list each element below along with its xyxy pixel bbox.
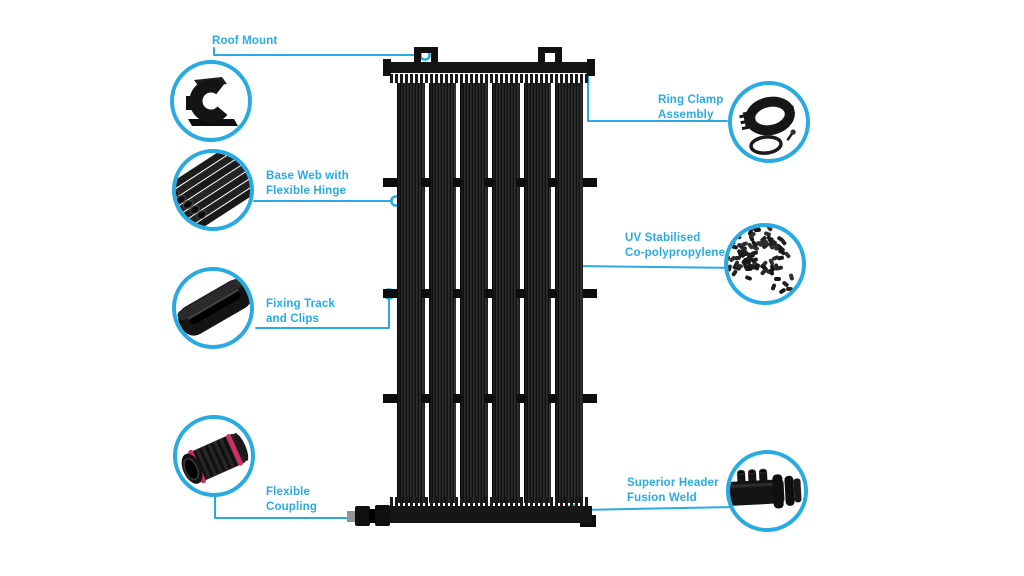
label-flexible-coupling: Flexible Coupling bbox=[266, 485, 317, 515]
label-header-weld: Superior Header Fusion Weld bbox=[627, 476, 719, 506]
mounting-tab bbox=[383, 394, 397, 403]
label-line: Flexible Hinge bbox=[266, 185, 347, 197]
label-roof-mount: Roof Mount bbox=[212, 34, 277, 49]
mounting-tab bbox=[583, 178, 597, 187]
label-line: Co-polypropylene bbox=[625, 247, 726, 259]
ring-clamp-bubble bbox=[728, 81, 810, 163]
flexible-coupling-bubble bbox=[173, 415, 255, 497]
mounting-tab bbox=[422, 289, 431, 298]
connector-roof-mount bbox=[213, 47, 431, 61]
mounting-tab bbox=[383, 178, 397, 187]
pellet bbox=[754, 263, 761, 272]
pellet bbox=[770, 283, 777, 291]
pellet bbox=[754, 227, 762, 233]
roof-mount-bubble bbox=[170, 60, 252, 142]
label-line: Fusion Weld bbox=[627, 492, 697, 504]
mounting-tab bbox=[453, 289, 462, 298]
mounting-tab bbox=[485, 394, 494, 403]
tube-section bbox=[523, 83, 552, 503]
label-line: Superior Header bbox=[627, 477, 719, 489]
connector-uv-copolymer bbox=[562, 260, 742, 272]
label-line: Assembly bbox=[658, 109, 714, 121]
panel-tube-body bbox=[397, 83, 584, 503]
header-weld-bubble bbox=[726, 450, 808, 532]
base-web-tubes-icon bbox=[176, 153, 250, 227]
pellet bbox=[730, 269, 738, 278]
label-line: and Clips bbox=[266, 313, 320, 325]
flexible-coupling-icon bbox=[177, 419, 251, 493]
label-line: Fixing Track bbox=[266, 298, 335, 310]
label-line: Base Web with bbox=[266, 170, 349, 182]
panel-bottom-header-bar bbox=[390, 506, 592, 523]
pellet bbox=[788, 273, 795, 281]
polypropylene-pellets-icon bbox=[728, 227, 802, 301]
label-line: Ring Clamp bbox=[658, 94, 724, 106]
panel-top-left-cap bbox=[383, 59, 391, 76]
label-ring-clamp: Ring Clamp Assembly bbox=[658, 93, 723, 123]
uv-pellets-bubble bbox=[724, 223, 806, 305]
roof-mount-clip-right bbox=[538, 47, 562, 63]
label-line: UV Stabilised bbox=[625, 232, 701, 244]
pellet bbox=[778, 246, 783, 254]
coupling-nut-outer bbox=[355, 506, 370, 526]
mounting-tab bbox=[422, 394, 431, 403]
label-base-web: Base Web with Flexible Hinge bbox=[266, 169, 349, 199]
mounting-tab bbox=[517, 178, 526, 187]
label-uv-copolymer: UV Stabilised Co-polypropylene bbox=[625, 231, 725, 261]
tube-ends-top bbox=[390, 74, 588, 83]
ring-clamp-assembly-icon bbox=[732, 85, 806, 159]
label-line: Flexible bbox=[266, 486, 311, 498]
roof-mount-clip-left bbox=[414, 47, 438, 63]
pellet bbox=[728, 264, 733, 273]
tube-section bbox=[428, 83, 457, 503]
base-web-bubble bbox=[172, 149, 254, 231]
pellet bbox=[771, 255, 780, 262]
label-line: Coupling bbox=[266, 501, 318, 513]
mounting-tab bbox=[453, 394, 462, 403]
panel-top-right-cap bbox=[587, 59, 595, 76]
panel-top-header-bar bbox=[386, 62, 592, 73]
mounting-tab bbox=[485, 178, 494, 187]
tube-section bbox=[460, 83, 489, 503]
tube-section bbox=[397, 83, 425, 503]
fixing-track-profile-icon bbox=[176, 271, 250, 345]
fixing-track-bubble bbox=[172, 267, 254, 349]
mounting-tab bbox=[583, 289, 597, 298]
pellet bbox=[775, 265, 784, 271]
header-fusion-weld-icon bbox=[730, 454, 804, 528]
mounting-tab bbox=[583, 394, 597, 403]
mounting-tab bbox=[548, 289, 557, 298]
pellet bbox=[785, 286, 794, 292]
pellet bbox=[774, 277, 781, 281]
connector-header-weld bbox=[567, 504, 735, 516]
tube-section bbox=[555, 83, 584, 503]
mounting-tab bbox=[453, 178, 462, 187]
pellet bbox=[744, 274, 753, 281]
mounting-tab bbox=[422, 178, 431, 187]
mounting-tab bbox=[485, 289, 494, 298]
roof-mount-clip-icon bbox=[174, 64, 248, 138]
mounting-tab bbox=[548, 394, 557, 403]
mounting-tab bbox=[383, 289, 397, 298]
mounting-tab bbox=[517, 394, 526, 403]
tube-section bbox=[492, 83, 520, 503]
tube-ends-bottom bbox=[390, 497, 588, 506]
mounting-tab bbox=[548, 178, 557, 187]
coupling-nut-inner bbox=[375, 505, 390, 526]
label-line: Roof Mount bbox=[212, 35, 278, 47]
label-fixing-track: Fixing Track and Clips bbox=[266, 297, 335, 327]
mounting-tab bbox=[517, 289, 526, 298]
